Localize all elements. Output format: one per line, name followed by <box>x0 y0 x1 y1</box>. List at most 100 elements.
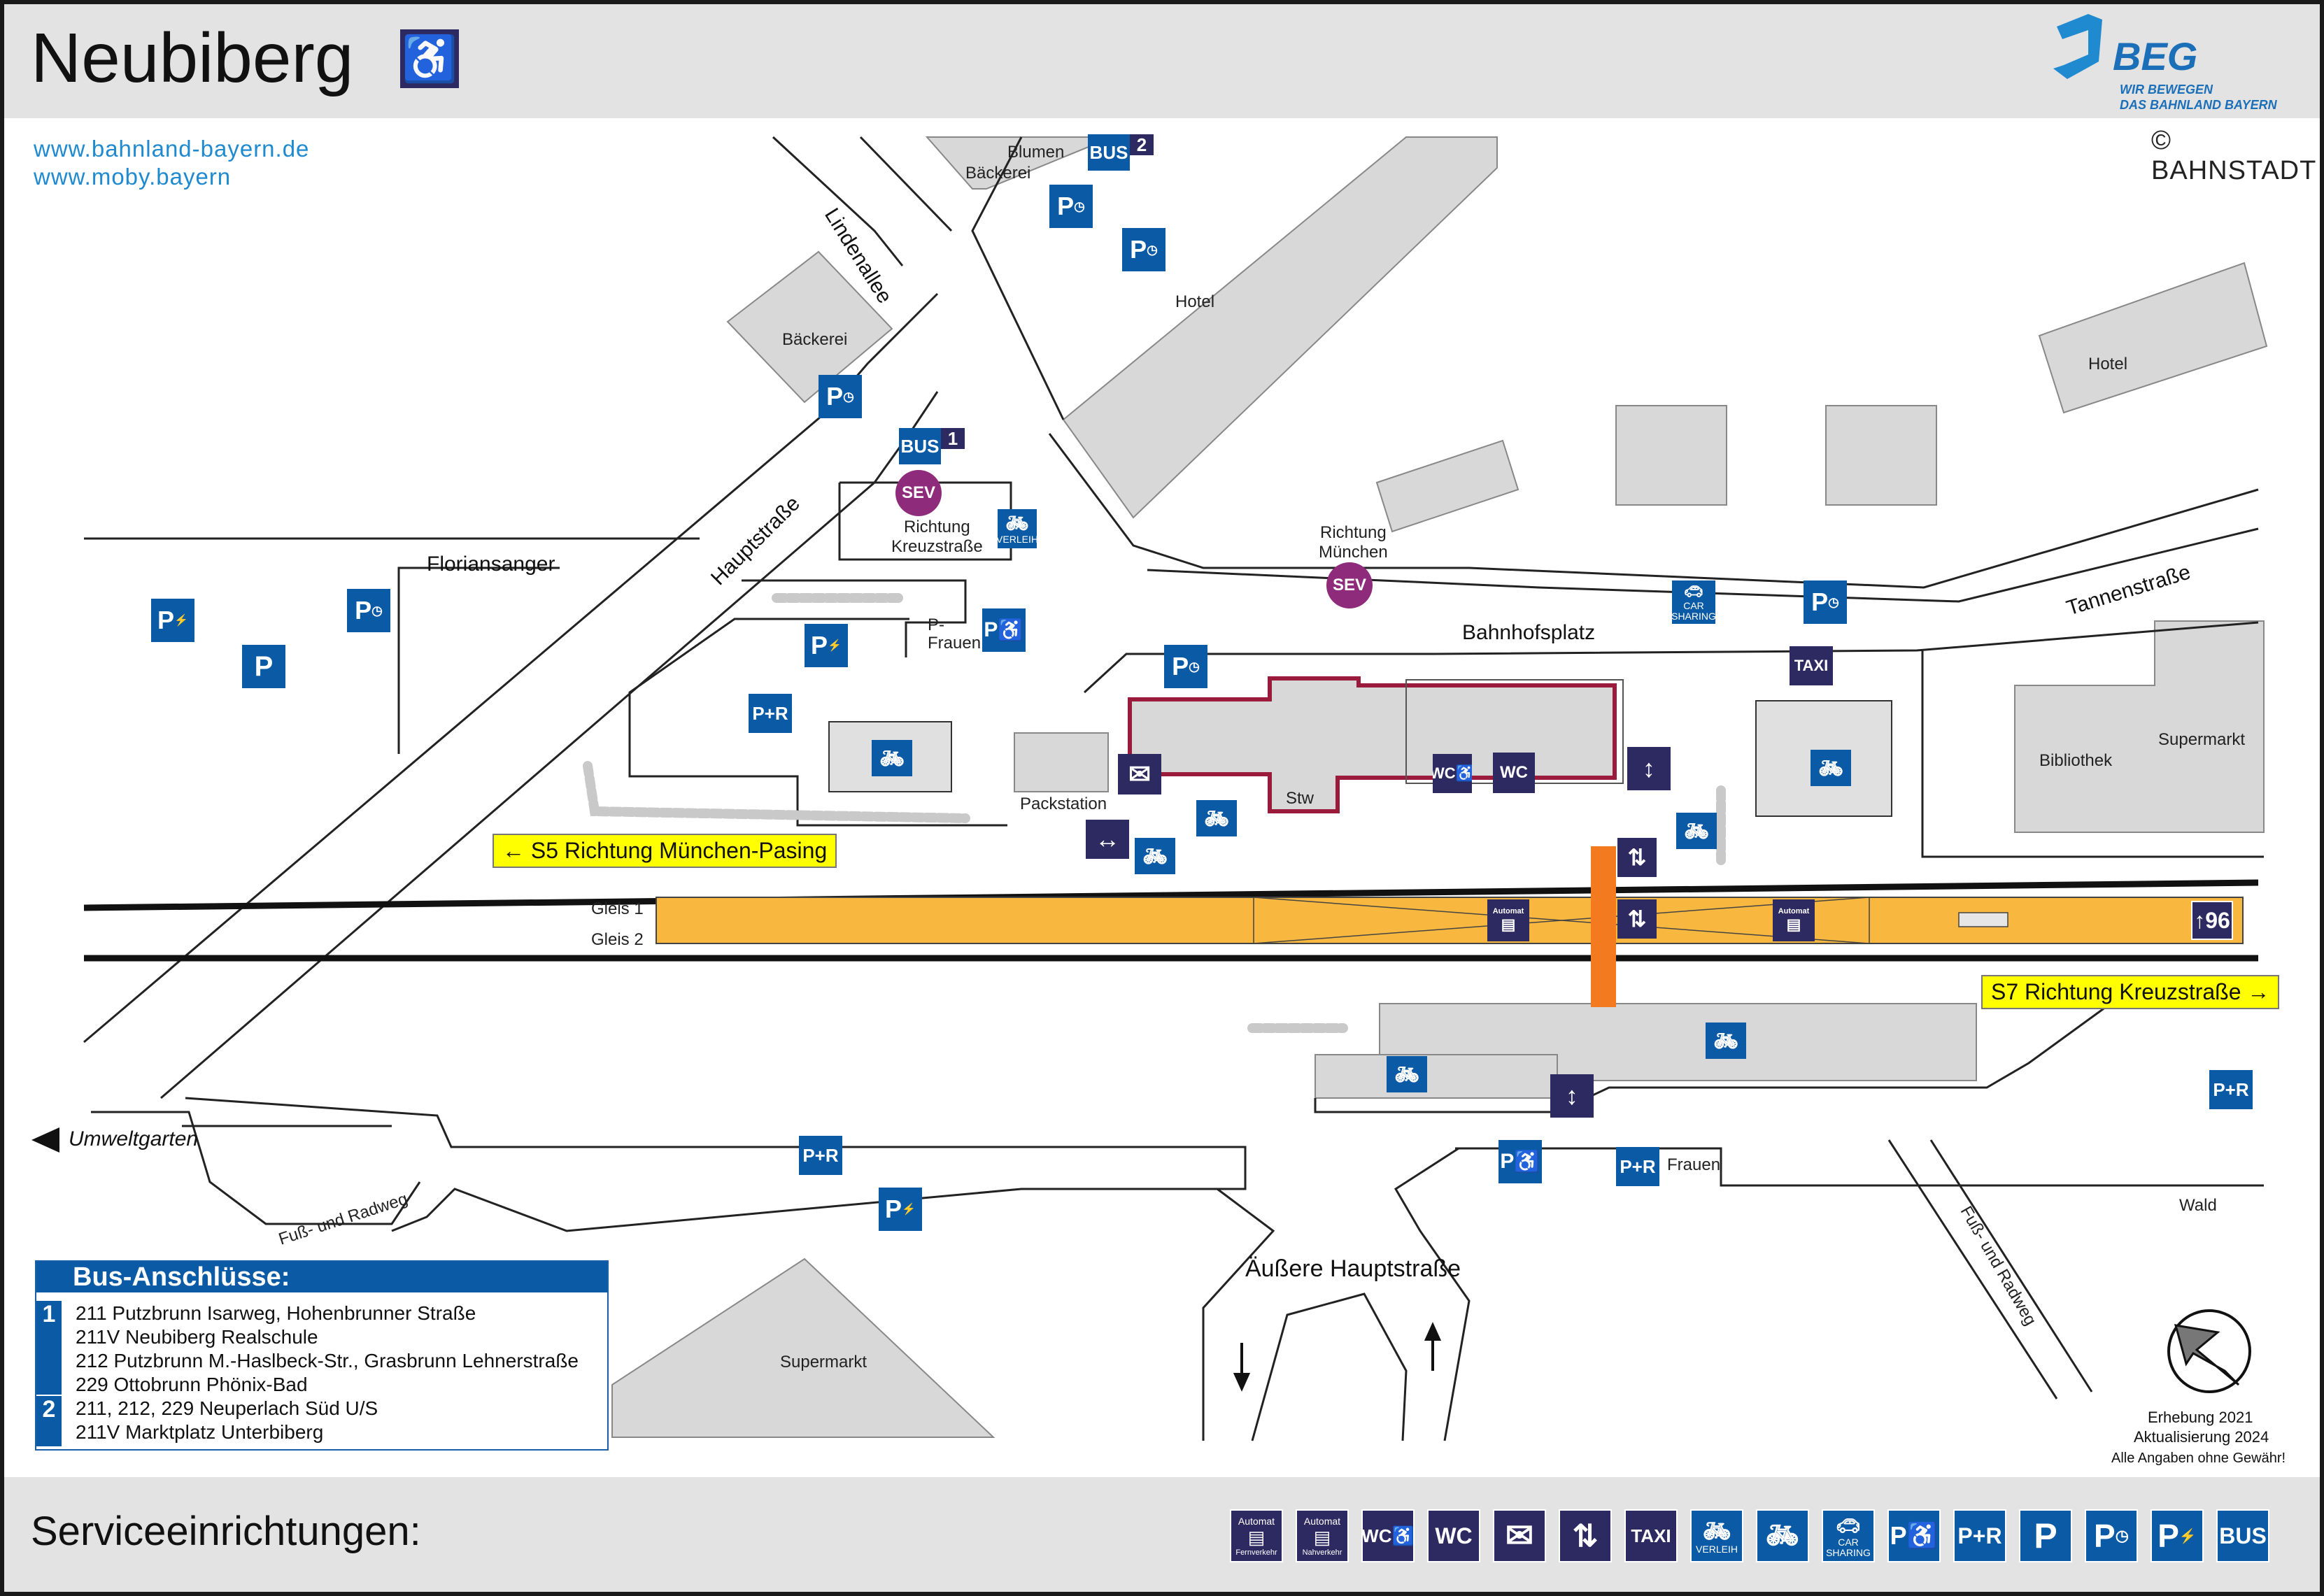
link-bahnland-bayern[interactable]: www.bahnland-bayern.de <box>34 136 310 162</box>
park-and-ride-icon[interactable]: P+R <box>749 694 792 733</box>
place-label-supermarkt-2: Supermarkt <box>780 1353 867 1371</box>
street-aeussere-w <box>1202 1188 1275 1441</box>
accessible-parking-icon[interactable]: P♿ <box>982 608 1026 652</box>
bike-parking-icon[interactable]: 🚲︎ <box>872 740 912 776</box>
taxi-icon[interactable]: TAXI <box>1790 646 1833 685</box>
accessible-parking-label: P <box>1500 1150 1515 1173</box>
link-moby-bayern[interactable]: www.moby.bayern <box>34 164 232 190</box>
ticket-machine-icon[interactable]: Automat▤ <box>1487 899 1529 941</box>
place-label-stw: Stw <box>1286 789 1315 808</box>
short-term-parking-icon[interactable]: P◷ <box>347 589 390 632</box>
accessible-wc-label: WC <box>1433 764 1456 782</box>
parking-icon[interactable]: P <box>242 645 285 688</box>
legend-car: CAR <box>1838 1536 1859 1548</box>
direction-s7-text: S7 Richtung Kreuzstraße <box>1991 979 2241 1004</box>
bike-rental-label: VERLEIH <box>998 534 1037 546</box>
ticket-machine-label: Automat <box>1492 907 1524 915</box>
park-and-ride-icon[interactable]: P+R <box>799 1136 842 1175</box>
street-fuss-radweg-e <box>1929 1139 2093 1392</box>
station-title: Neubiberg <box>31 19 354 97</box>
wheelchair-icon: ♿ <box>400 29 459 88</box>
bike-parking-icon[interactable]: 🚲︎ <box>1135 838 1175 874</box>
park-and-ride-icon[interactable]: P+R <box>1616 1147 1659 1186</box>
bike-parking-icon[interactable]: 🚲︎ <box>1196 800 1237 836</box>
street-bottom-left <box>91 1111 421 1225</box>
street-underpass-s <box>1314 985 2125 1113</box>
mailbox-icon[interactable]: ✉ <box>1118 754 1161 795</box>
street-label-bahnhofsplatz: Bahnhofsplatz <box>1462 621 1596 644</box>
bike-parking-icon[interactable]: 🚲︎ <box>1811 750 1851 786</box>
credit-survey: Erhebung 2021 <box>2148 1409 2253 1426</box>
bus-stop-1-badge: 1 <box>36 1301 62 1395</box>
street-label-floriansanger: Floriansanger <box>427 553 555 576</box>
platform-height-value: 96 <box>2205 907 2230 933</box>
building-baeckerei <box>726 250 893 404</box>
bus-stop-1-icon[interactable]: BUS <box>899 428 941 464</box>
place-label-blumen: Blumen <box>1007 143 1065 162</box>
place-label-hotel-2: Hotel <box>2088 355 2128 373</box>
building-supermarkt-south <box>611 1257 996 1438</box>
sev-stop-1-icon[interactable]: SEV <box>895 470 942 516</box>
lane-arrows <box>1233 1322 1442 1392</box>
accessible-wc-icon: WC♿ <box>1361 1509 1415 1562</box>
bike-parking-icon[interactable]: 🚲︎ <box>1706 1023 1746 1059</box>
bus-line: 229 Ottobrunn Phönix-Bad <box>76 1374 308 1395</box>
accessible-parking-icon[interactable]: P♿ <box>1498 1140 1542 1183</box>
bike-rental-icon[interactable]: 🚲︎VERLEIH <box>998 509 1037 548</box>
building-packstation <box>1014 732 1109 792</box>
short-term-parking-label: P <box>355 596 372 625</box>
bus-stop-2-badge: 2 <box>36 1396 62 1446</box>
direction-s5: ← S5 Richtung München-Pasing <box>493 834 837 868</box>
ev-charging-parking-icon[interactable]: P⚡ <box>805 624 848 667</box>
accessible-wc-icon[interactable]: WC♿ <box>1433 754 1472 793</box>
short-term-parking-icon[interactable]: P◷ <box>819 375 862 418</box>
bike-parking-icon[interactable]: 🚲︎ <box>1387 1056 1427 1092</box>
short-term-parking-icon[interactable]: P◷ <box>1804 580 1847 624</box>
street-south-1 <box>185 1097 1247 1232</box>
legend-automat-1: Automat <box>1238 1515 1275 1527</box>
mailbox-icon: ✉ <box>1493 1509 1546 1562</box>
elevator-icon[interactable]: ⇅ <box>1617 899 1657 939</box>
street-parking-wall <box>628 618 1007 827</box>
legend-fernverkehr: Fernverkehr <box>1235 1548 1277 1557</box>
label-richtung-kreuzstrasse: Richtung Kreuzstraße <box>891 518 983 556</box>
ticket-machine-long-distance-icon: Automat▤Fernverkehr <box>1230 1509 1283 1562</box>
elevator-icon[interactable]: ↕ <box>1627 747 1671 790</box>
park-and-ride-icon[interactable]: P+R <box>2209 1070 2253 1109</box>
short-term-parking-icon[interactable]: P◷ <box>1164 645 1207 688</box>
short-term-parking-icon[interactable]: P◷ <box>1122 228 1165 271</box>
accessible-parking-label: P <box>984 618 998 641</box>
label-richtung-kreuzstrasse-1: Richtung <box>903 518 970 536</box>
place-label-hotel-1: Hotel <box>1175 292 1215 311</box>
short-term-parking-icon: P◷ <box>2085 1509 2138 1562</box>
bike-parking-icon[interactable]: 🚲︎ <box>1676 813 1717 849</box>
street-label-aeussere-hauptstrasse: Äußere Hauptstraße <box>1245 1255 1461 1282</box>
elevator-icon[interactable]: ↕ <box>1550 1074 1594 1118</box>
park-and-ride-icon: P+R <box>1953 1509 2006 1562</box>
elevator-icon[interactable]: ⇅ <box>1617 838 1657 877</box>
legend-nahverkehr: Nahverkehr <box>1302 1548 1342 1557</box>
short-term-parking-icon[interactable]: P◷ <box>1049 185 1093 228</box>
ticket-machine-icon[interactable]: Automat▤ <box>1773 899 1815 941</box>
ev-charging-parking-icon[interactable]: P⚡ <box>151 599 194 642</box>
legend-short-term-parking: P <box>2094 1518 2116 1554</box>
platform-roof <box>1253 897 2008 944</box>
label-gleis-1: Gleis 1 <box>591 899 644 918</box>
street-aeussere-inner <box>1251 1292 1408 1441</box>
short-term-parking-label: P <box>1057 192 1075 220</box>
sev-stop-2-icon[interactable]: SEV <box>1326 562 1373 608</box>
legend-ev-parking: P <box>2158 1518 2179 1554</box>
bus-connections-panel: Bus-Anschlüsse: 1 2 211 Putzbrunn Isarwe… <box>35 1260 609 1451</box>
label-richtung-muenchen-2: München <box>1319 542 1388 562</box>
street-south-east <box>1455 1147 2264 1187</box>
wc-icon[interactable]: WC <box>1493 753 1535 793</box>
arrow-right-icon: → <box>2247 979 2270 1004</box>
bus-stop-2-icon[interactable]: BUS <box>1088 134 1130 171</box>
ev-charging-parking-icon[interactable]: P⚡ <box>879 1188 922 1231</box>
streets <box>83 136 2264 1441</box>
elevator-icon[interactable]: ↔ <box>1086 820 1129 859</box>
place-label-frauen: Frauen <box>1667 1155 1721 1174</box>
